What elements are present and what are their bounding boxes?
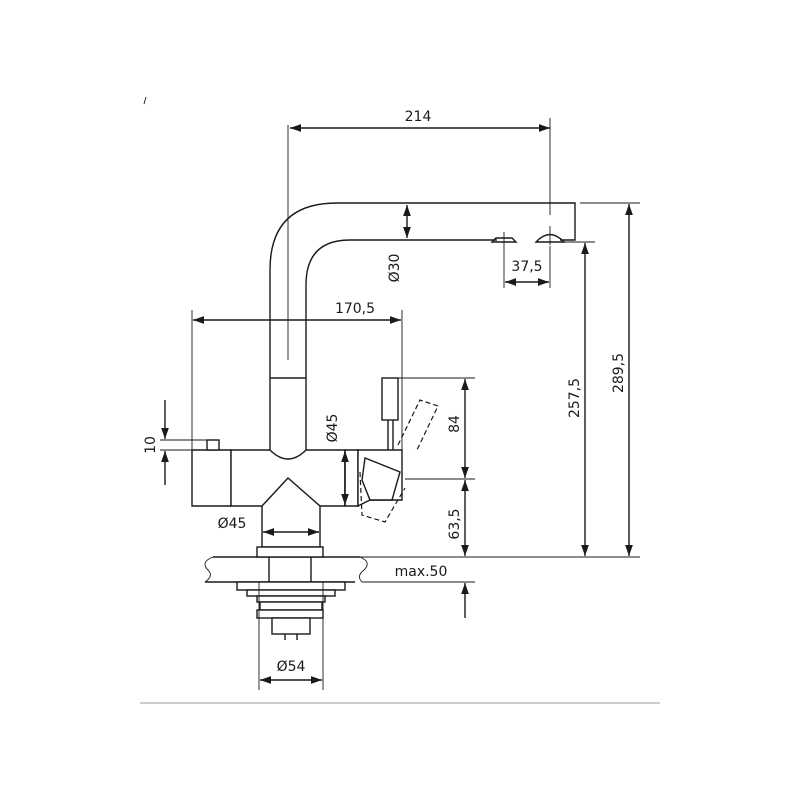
dim-outlet-height: 257,5 [360, 241, 640, 558]
dim-lever-height: 84 [398, 377, 475, 480]
dim-base-diameter: Ø45 [218, 516, 319, 536]
dim-214-label: 214 [405, 109, 432, 125]
dim-outlet-spacing: 37,5 [503, 246, 551, 288]
worktop [204, 546, 368, 583]
dim-body-diameter: Ø45 [325, 414, 349, 505]
dim-mount-diameter: Ø54 [260, 659, 322, 684]
spout-outlets [490, 226, 566, 246]
dim-total-height: 289,5 [580, 202, 640, 556]
dim-45-v-label: Ø45 [325, 414, 341, 443]
dim-button-height: 10 [143, 400, 207, 485]
dim-max-50-label: max.50 [395, 564, 448, 580]
dim-37-5-label: 37,5 [511, 259, 542, 275]
dim-45-h-label: Ø45 [218, 516, 247, 532]
dim-170-5-label: 170,5 [335, 301, 375, 317]
dim-54-label: Ø54 [277, 659, 306, 675]
dim-spout-reach: 214 [290, 109, 551, 215]
stray-mark [143, 96, 147, 105]
dim-257-5-label: 257,5 [567, 378, 583, 418]
dim-84-label: 84 [447, 415, 463, 433]
dim-63-5-label: 63,5 [447, 508, 463, 539]
dim-spout-head-height: Ø30 [387, 205, 411, 283]
dim-10-label: 10 [143, 436, 159, 454]
mounting-kit [236, 581, 346, 690]
dim-289-5-label: 289,5 [611, 353, 627, 393]
dim-30-label: Ø30 [387, 254, 403, 283]
dim-body-length: 170,5 [191, 301, 403, 450]
dim-lever-axis: 63,5 [447, 480, 469, 556]
dim-worktop-thickness: max.50 [362, 564, 475, 618]
